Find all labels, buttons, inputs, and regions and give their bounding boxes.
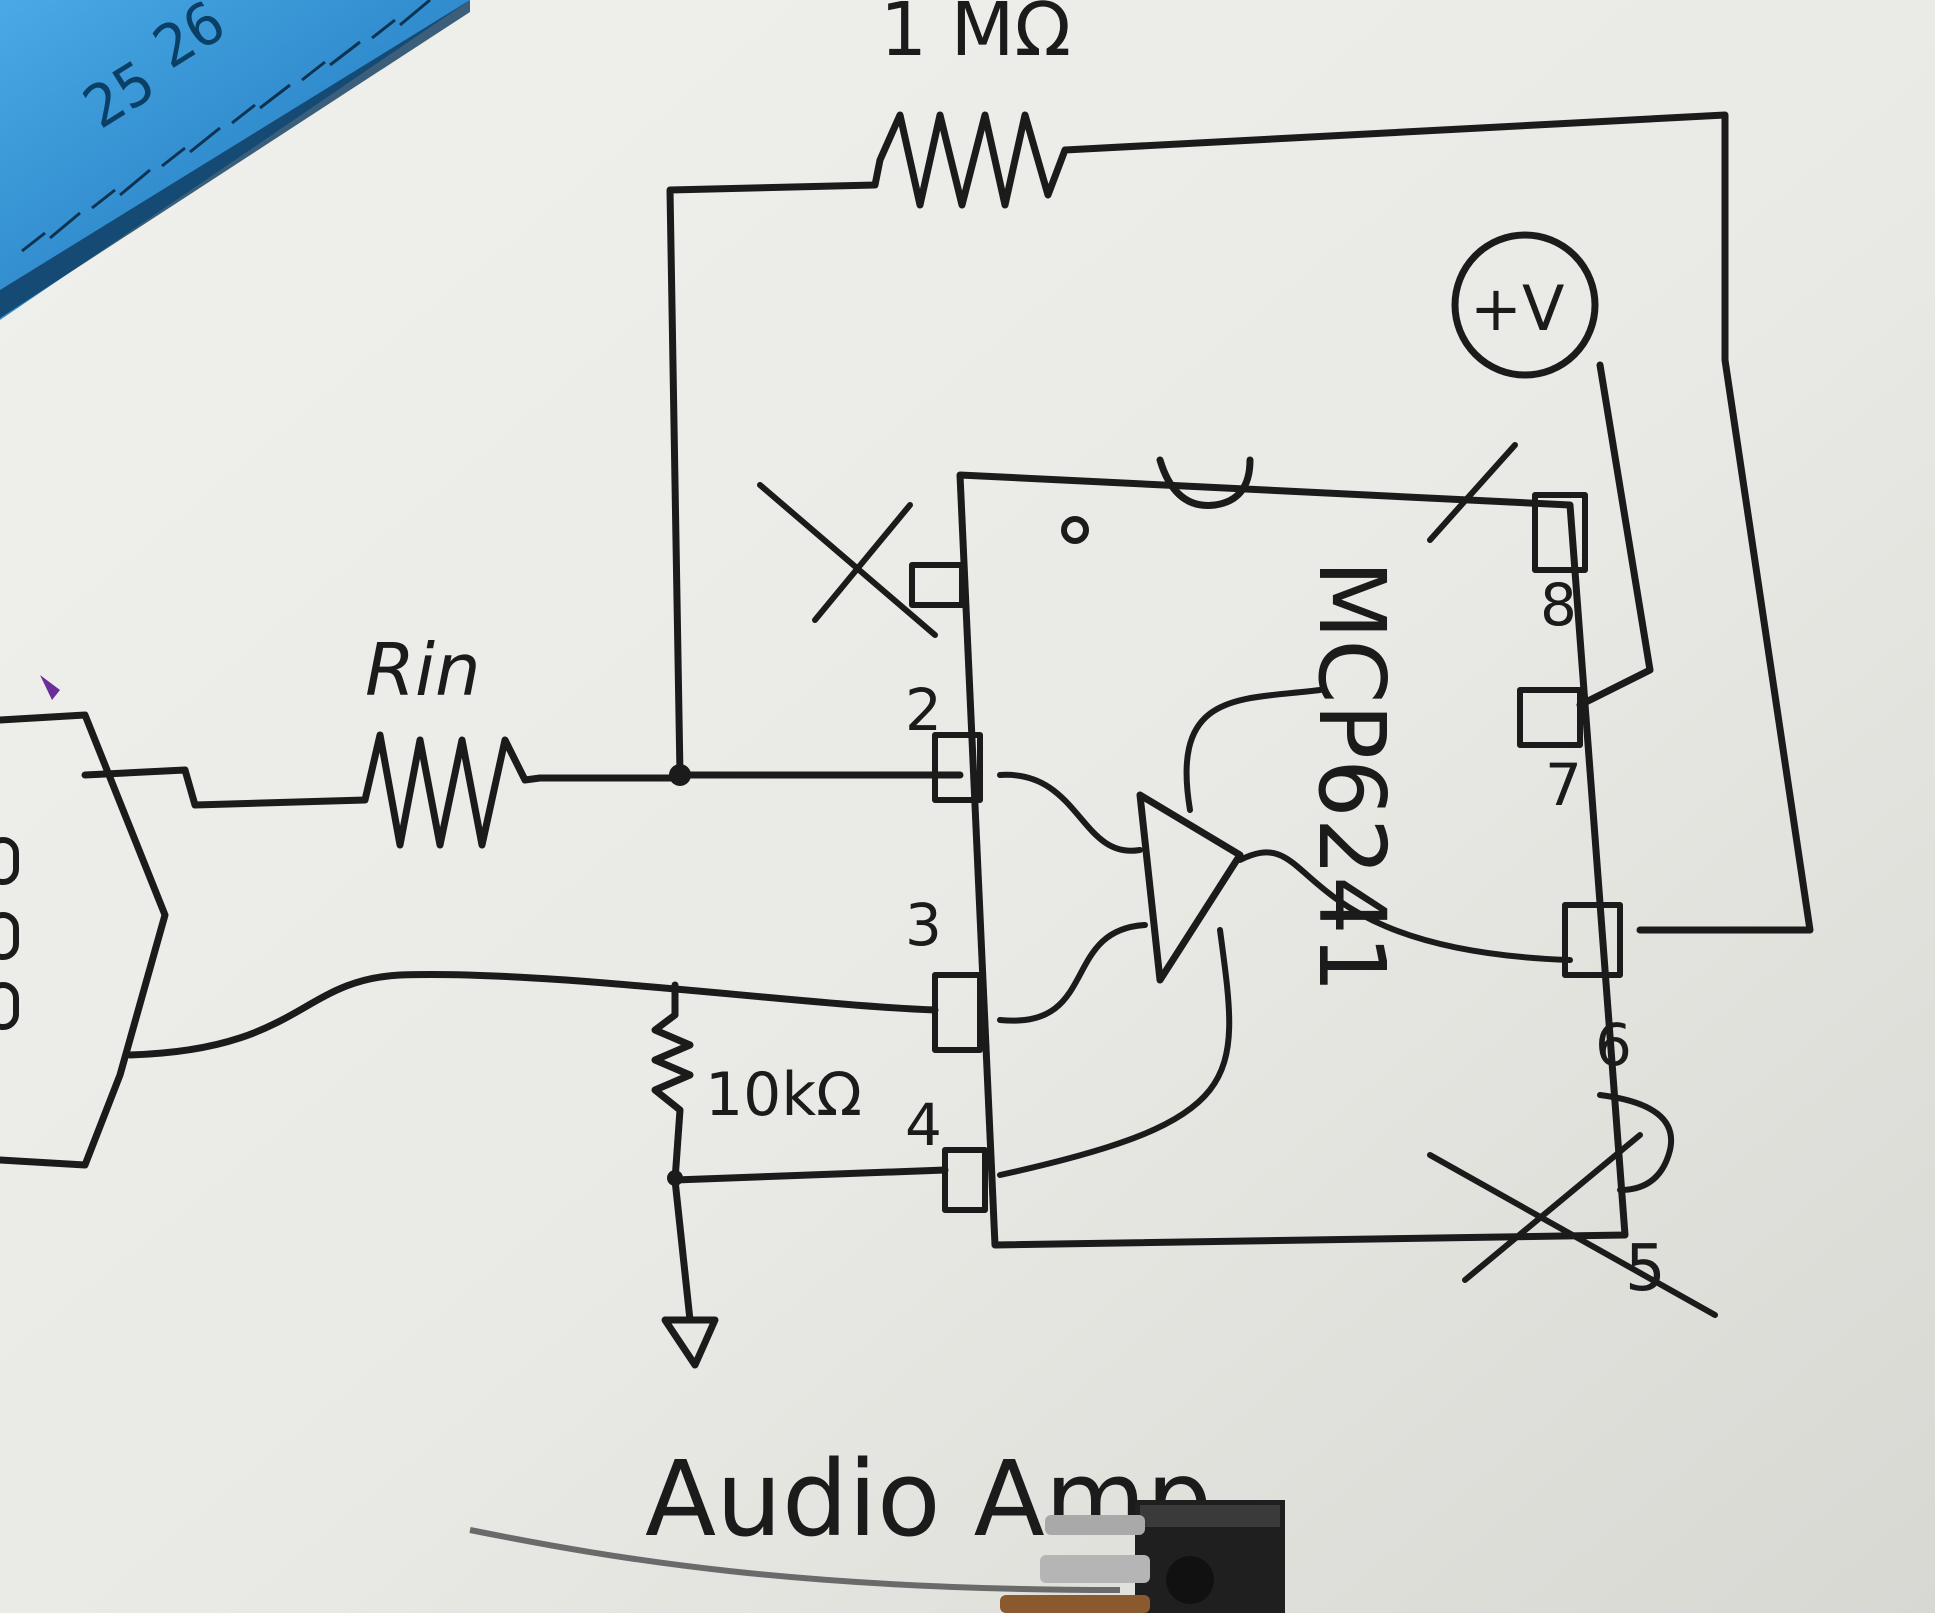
feedback-loop: 1 MΩ <box>666 0 1814 934</box>
supply: +V <box>1451 231 1654 709</box>
rin-label: Rin <box>365 628 481 712</box>
ruler: 26 25 <box>0 0 470 320</box>
bottom-component <box>469 1500 1285 1613</box>
title-label: Audio Amp <box>645 1438 1212 1560</box>
bias-resistor-label: 10kΩ <box>705 1060 862 1130</box>
crossed-out-marks <box>757 442 1718 1318</box>
pin-2-label: 2 <box>905 676 942 744</box>
ruler-ticks <box>21 0 431 253</box>
feedback-resistor-label: 1 MΩ <box>880 0 1071 73</box>
input-path: Rin <box>81 628 689 849</box>
supply-label: +V <box>1470 272 1564 345</box>
bias-network: 10kΩ <box>126 971 949 1369</box>
pin-8-label: 8 <box>1540 571 1577 639</box>
chip-pins <box>909 492 1675 1213</box>
pin-3-label: 3 <box>905 891 942 959</box>
chip-body: MCP6241 <box>956 456 1629 1249</box>
purple-mark <box>40 675 60 700</box>
pin-6-label: 6 <box>1595 1011 1632 1079</box>
pin-4-label: 4 <box>905 1091 942 1159</box>
pin-7-label: 7 <box>1545 751 1582 819</box>
chip-label: MCP6241 <box>1298 560 1405 993</box>
input-connector <box>0 675 169 1169</box>
